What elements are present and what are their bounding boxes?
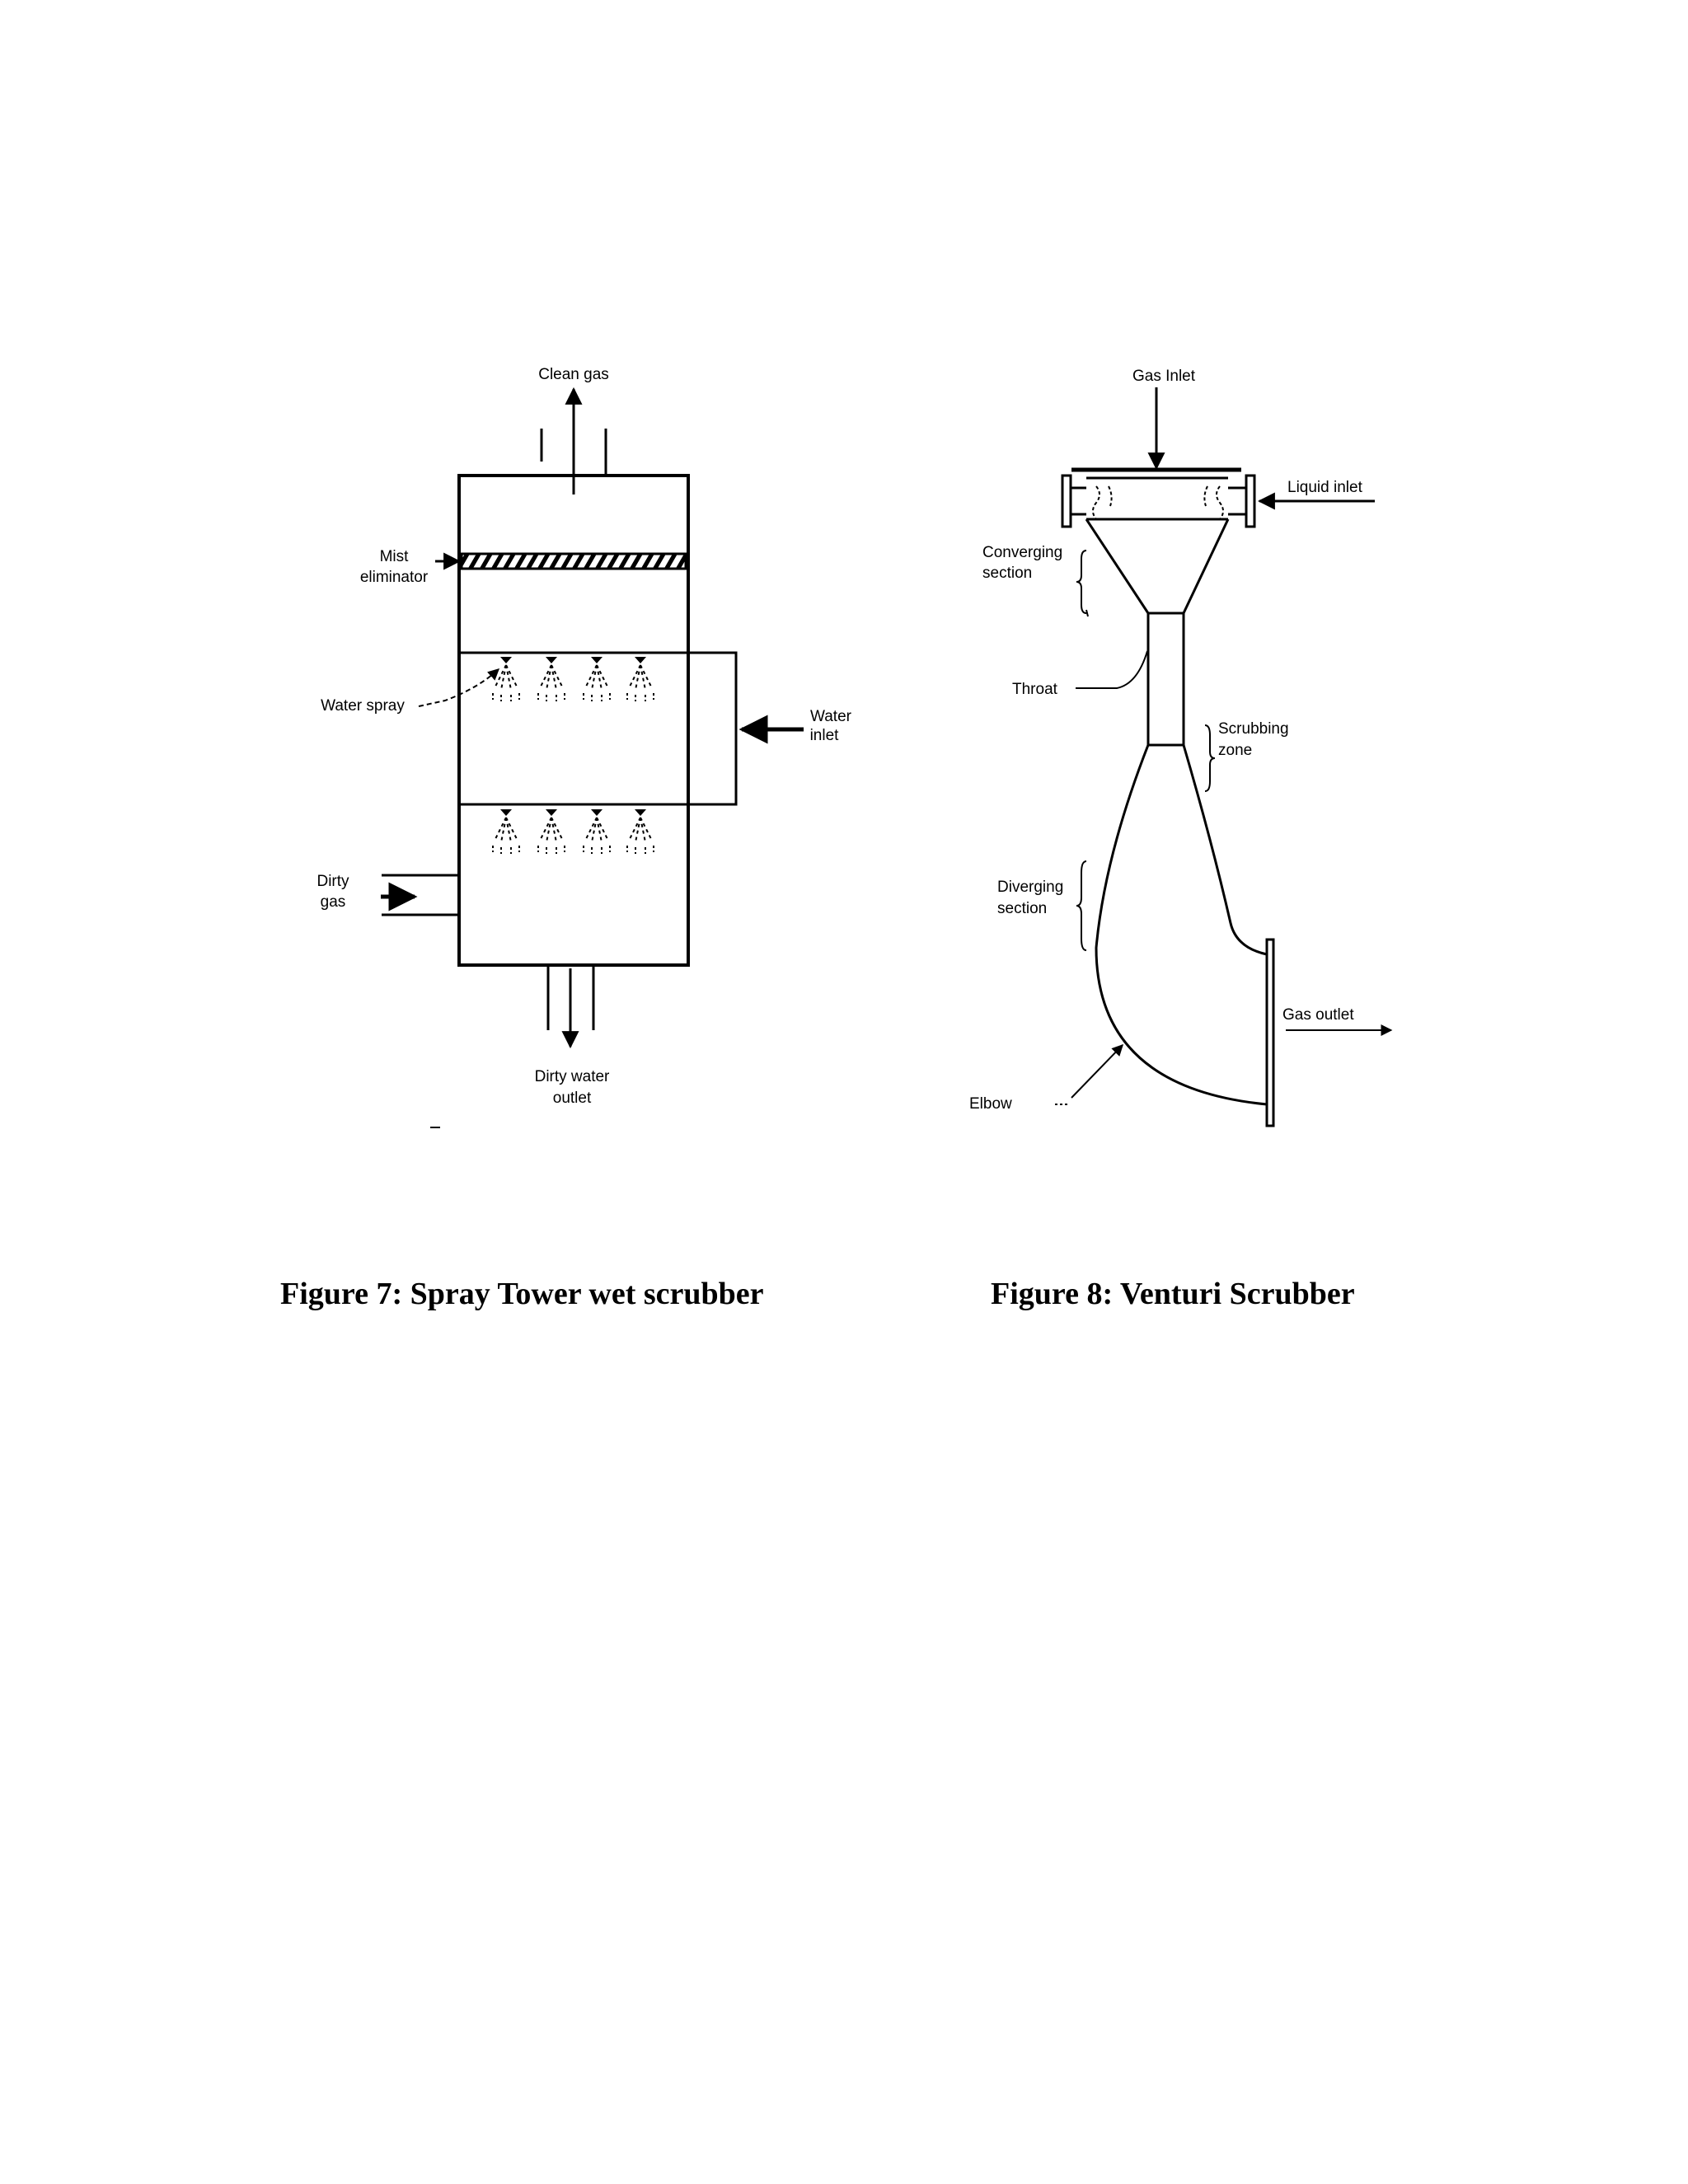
dirty-label: Dirty xyxy=(316,873,349,890)
gas-label: gas xyxy=(321,893,346,911)
mist-label: Mist xyxy=(380,548,410,565)
gas-outlet-label: Gas outlet xyxy=(1282,1006,1354,1024)
spray-nozzles-upper xyxy=(492,656,654,702)
spray-nozzles-lower xyxy=(492,808,654,855)
zone-label: zone xyxy=(1218,742,1252,759)
dirty-water-label: Dirty water xyxy=(535,1068,610,1085)
elbow-label: Elbow xyxy=(969,1095,1012,1113)
liquid-inlet-label: Liquid inlet xyxy=(1287,479,1363,496)
scrubbing-label: Scrubbing xyxy=(1218,720,1289,738)
converging-label: Converging xyxy=(982,544,1062,561)
diverging-label: Diverging xyxy=(997,879,1063,896)
outlet-label: outlet xyxy=(553,1090,592,1107)
throat-label: Throat xyxy=(1012,681,1058,698)
diverging-section-label: section xyxy=(997,900,1047,917)
converging-section-label: section xyxy=(982,565,1032,582)
water-spray-label: Water spray xyxy=(321,697,405,715)
throat-section xyxy=(1146,612,1185,747)
tower-body xyxy=(457,474,690,967)
mist-eliminator xyxy=(460,552,687,570)
inlet-label: inlet xyxy=(810,727,840,744)
elbow-pointer xyxy=(1071,1043,1123,1099)
spray-tower-diagram: Clean gas Mist eliminator Water spray Wa… xyxy=(316,366,852,1128)
gas-inlet-label: Gas Inlet xyxy=(1132,368,1196,385)
eliminator-label: eliminator xyxy=(360,569,429,586)
venturi-scrubber-diagram: Gas Inlet Liquid inlet Converging sectio… xyxy=(969,368,1393,1127)
clean-gas-label: Clean gas xyxy=(538,366,609,383)
water-label: Water xyxy=(810,708,852,725)
outlet-flange xyxy=(1265,938,1275,1127)
figure-8-caption: Figure 8: Venturi Scrubber xyxy=(991,1277,1355,1311)
figure-7-caption: Figure 7: Spray Tower wet scrubber xyxy=(280,1277,764,1311)
